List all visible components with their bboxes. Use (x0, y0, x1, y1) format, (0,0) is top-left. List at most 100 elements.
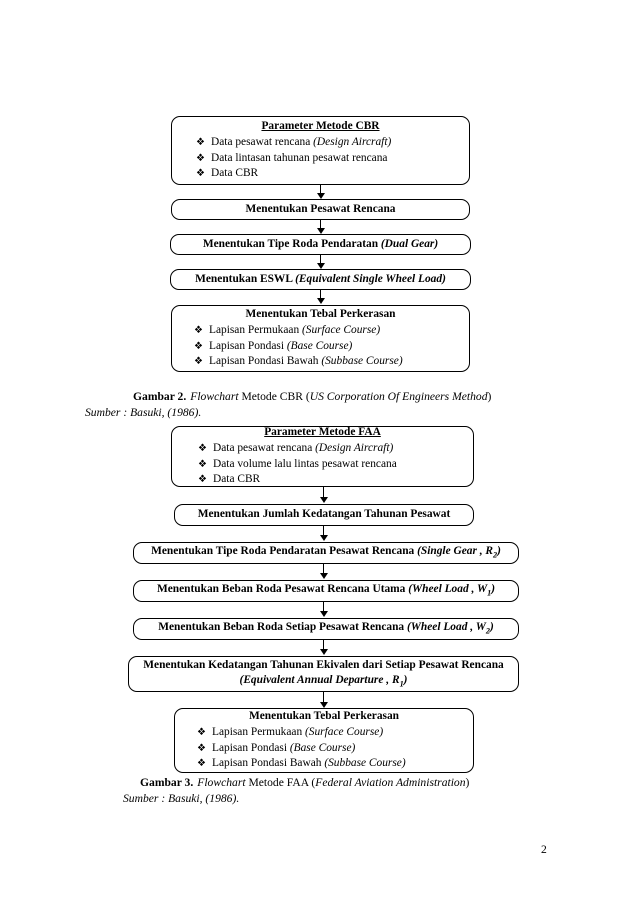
cbr-parameter-list: ❖Data pesawat rencana (Design Aircraft) … (172, 135, 469, 182)
arrow-stem (322, 640, 325, 650)
box-label-tail: ) (489, 621, 494, 634)
cbr-step-pesawat-rencana-box: Menentukan Pesawat Rencana (171, 199, 470, 220)
faa-tebal-perkerasan-box: Menentukan Tebal Perkerasan ❖Lapisan Per… (174, 708, 474, 773)
flow-arrow (316, 290, 325, 304)
arrow-head-icon (316, 193, 325, 199)
arrow-head-icon (319, 573, 328, 579)
list-item: ❖Data CBR (196, 166, 469, 182)
list-item-text: Lapisan Pondasi Bawah (212, 757, 325, 770)
list-item-italic: (Base Course) (286, 339, 353, 352)
box-label-line1: Menentukan Kedatangan Tahunan Ekivalen d… (143, 658, 504, 671)
arrow-head-icon (316, 298, 325, 304)
box-label-text: Menentukan Jumlah Kedatangan Tahunan Pes… (197, 508, 451, 521)
list-item-italic: (Surface Course) (305, 725, 384, 738)
cbr-parameter-box: Parameter Metode CBR ❖Data pesawat renca… (171, 116, 470, 185)
list-item-text: Data lintasan tahunan pesawat rencana (211, 151, 388, 164)
arrow-stem (322, 692, 325, 703)
page-number: 2 (541, 843, 547, 856)
cbr-tebal-perkerasan-box: Menentukan Tebal Perkerasan ❖Lapisan Per… (171, 305, 470, 372)
faa-parameter-title: Parameter Metode FAA (264, 425, 381, 438)
box-label-line2: (Equivalent Annual Departure , R1) (234, 673, 414, 690)
box-label-italic: (Wheel Load , W (406, 621, 486, 634)
box-label-text: Menentukan Tipe Roda Pendaratan (202, 237, 381, 250)
faa-step-beban-roda-setiap-box: Menentukan Beban Roda Setiap Pesawat Ren… (133, 618, 519, 640)
figure-2-flowchart-word: Flowchart (190, 390, 239, 403)
bullet-icon: ❖ (197, 726, 206, 738)
figure-3-label: Gambar 3. (140, 776, 194, 789)
bullet-icon: ❖ (198, 442, 207, 454)
arrow-head-icon (319, 535, 328, 541)
figure-3-flowchart-word: Flowchart (197, 776, 246, 789)
box-label: Menentukan Tipe Roda Pendaratan Pesawat … (145, 544, 507, 561)
flow-arrow (316, 220, 325, 234)
arrow-head-icon (319, 649, 328, 655)
arrow-stem (319, 220, 322, 229)
faa-step-kedatangan-tahunan-box: Menentukan Jumlah Kedatangan Tahunan Pes… (174, 504, 474, 526)
figure-3-caption-expansion: Federal Aviation Administration (315, 776, 466, 789)
bullet-icon: ❖ (196, 152, 205, 164)
box-label-subscript: 2 (493, 550, 498, 560)
cbr-step-tipe-roda-box: Menentukan Tipe Roda Pendaratan (Dual Ge… (170, 234, 471, 255)
box-label-tail: ) (491, 583, 495, 596)
flow-arrow (316, 255, 325, 269)
flow-arrow (319, 564, 328, 579)
box-label-italic: (Dual Gear) (380, 237, 439, 250)
list-item-italic: (Subbase Course) (321, 355, 403, 368)
figure-3-caption-close: ) (465, 776, 470, 789)
arrow-stem (322, 564, 325, 574)
cbr-tebal-perkerasan-list: ❖ Lapisan Permukaan (Surface Course) ❖Lap… (172, 323, 469, 370)
box-label: Menentukan Beban Roda Pesawat Rencana Ut… (151, 582, 501, 599)
figure-3-source: Sumber : Basuki, (1986). (110, 791, 590, 807)
box-label: Menentukan Jumlah Kedatangan Tahunan Pes… (192, 507, 457, 522)
figure-2-caption: Gambar 2.Flowchart Metode CBR (US Corpor… (85, 389, 555, 422)
figure-2-caption-expansion: US Corporation Of Engineers Method (309, 390, 488, 403)
list-item: ❖Lapisan Pondasi (Base Course) (194, 339, 469, 355)
figure-2-source: Sumber : Basuki, (1986). (85, 406, 202, 420)
list-item: ❖Lapisan Pondasi (Base Course) (197, 741, 473, 757)
list-item-text: Lapisan Permukaan (209, 323, 302, 336)
figure-3-caption: Gambar 3.Flowchart Metode FAA (Federal A… (110, 775, 590, 808)
arrow-head-icon (319, 611, 328, 617)
box-label-text: Menentukan Beban Roda Setiap Pesawat Ren… (158, 621, 407, 634)
arrow-stem (319, 255, 322, 264)
arrow-head-icon (319, 702, 328, 708)
bullet-icon: ❖ (194, 356, 203, 368)
box-label-italic: (Equivalent Annual Departure , R (239, 673, 400, 686)
box-label-italic: (Single Gear , R (417, 545, 494, 558)
list-item: ❖ Data lintasan tahunan pesawat rencana (196, 151, 469, 167)
box-label-italic: (Wheel Load , W (408, 583, 488, 596)
list-item-italic: (Surface Course) (302, 323, 381, 336)
figure-3-caption-line1: Gambar 3.Flowchart Metode FAA (Federal A… (110, 775, 590, 791)
bullet-icon: ❖ (194, 324, 203, 336)
box-label: Menentukan Tipe Roda Pendaratan (Dual Ge… (197, 237, 444, 252)
box-label-tail: ) (403, 673, 408, 686)
figure-2-caption-mid: Metode CBR ( (238, 390, 310, 403)
figure-3-caption-mid: Metode FAA ( (245, 776, 316, 789)
flow-arrow (319, 692, 328, 708)
arrow-stem (322, 526, 325, 536)
figure-3-source-text: Sumber : Basuki, (1986). (123, 792, 240, 806)
list-item-italic: (Design Aircraft) (313, 135, 392, 148)
bullet-icon: ❖ (194, 340, 203, 352)
bullet-icon: ❖ (197, 758, 206, 770)
box-label-text: Menentukan Beban Roda Pesawat Rencana Ut… (156, 583, 409, 596)
figure-2-label: Gambar 2. (133, 390, 187, 403)
arrow-head-icon (316, 263, 325, 269)
box-label-text: Menentukan Pesawat Rencana (245, 202, 396, 215)
box-label: Menentukan ESWL (Equivalent Single Wheel… (189, 272, 452, 287)
box-label-text: Menentukan ESWL (195, 272, 296, 285)
list-item-text: Data CBR (213, 473, 261, 486)
list-item-text: Data pesawat rencana (211, 135, 314, 148)
list-item: ❖Data volume lalu lintas pesawat rencana (198, 457, 473, 473)
arrow-stem (319, 290, 322, 299)
faa-step-kedatangan-ekivalen-box: Menentukan Kedatangan Tahunan Ekivalen d… (128, 656, 519, 692)
list-item-text: Lapisan Permukaan (212, 725, 305, 738)
arrow-stem (319, 185, 322, 194)
bullet-icon: ❖ (196, 168, 205, 180)
box-label-tail: ) (497, 545, 501, 558)
flow-arrow (319, 487, 328, 503)
bullet-icon: ❖ (198, 458, 207, 470)
list-item-text: Lapisan Pondasi (212, 741, 290, 754)
flow-arrow (319, 526, 328, 541)
